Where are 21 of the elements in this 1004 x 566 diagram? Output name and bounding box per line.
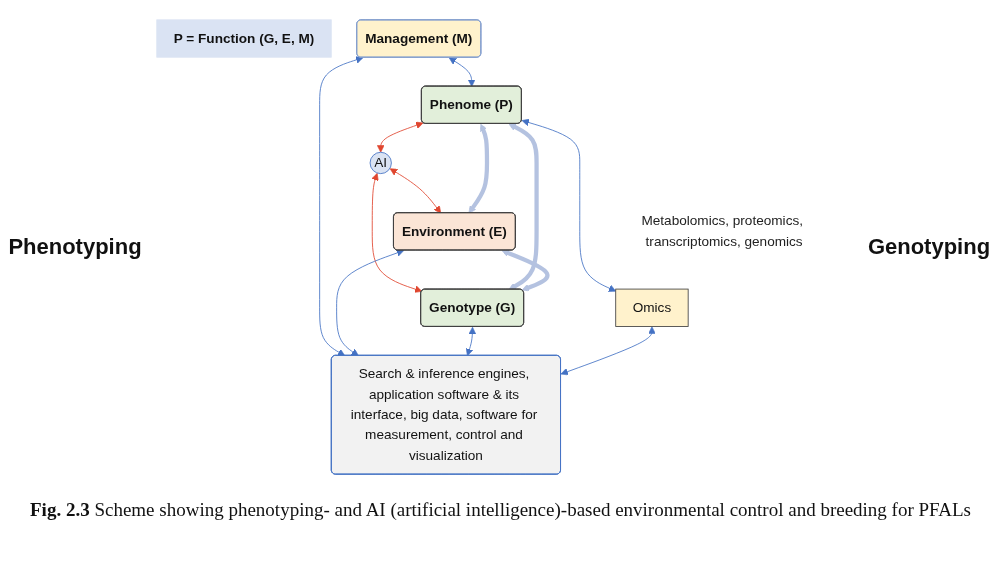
- double-arrow: [448, 57, 476, 87]
- double-arrow: [468, 123, 490, 214]
- formula-box: P = Function (G, E, M): [156, 19, 332, 58]
- process-box: Management (M): [356, 19, 482, 58]
- double-arrow: [377, 121, 424, 153]
- process-box: Environment (E): [393, 212, 516, 251]
- process-box: Omics: [615, 288, 689, 327]
- double-arrow: [508, 123, 539, 290]
- double-arrow: [521, 118, 617, 292]
- double-arrow: [501, 249, 550, 292]
- annotation-text: Metabolomics, proteomics, transcriptomics, genomics: [641, 213, 803, 249]
- process-box: Genotype (G): [420, 288, 525, 327]
- double-arrow: [465, 326, 477, 357]
- process-box: Search & inference engines, application software & its interface, big data, software for measurement, control and visualization: [330, 354, 561, 475]
- process-box: Phenome (P): [420, 85, 522, 124]
- double-arrow: [389, 168, 442, 214]
- label-text: Genotyping: [867, 234, 991, 260]
- figure-caption: Fig. 2.3 Scheme showing phenotyping- and AI (artificial intelligence)-based environmental control and breeding for PFALs: [30, 499, 971, 520]
- circle-node: AI: [369, 151, 392, 175]
- label-text: Phenotyping: [8, 234, 142, 260]
- double-arrow: [560, 326, 656, 376]
